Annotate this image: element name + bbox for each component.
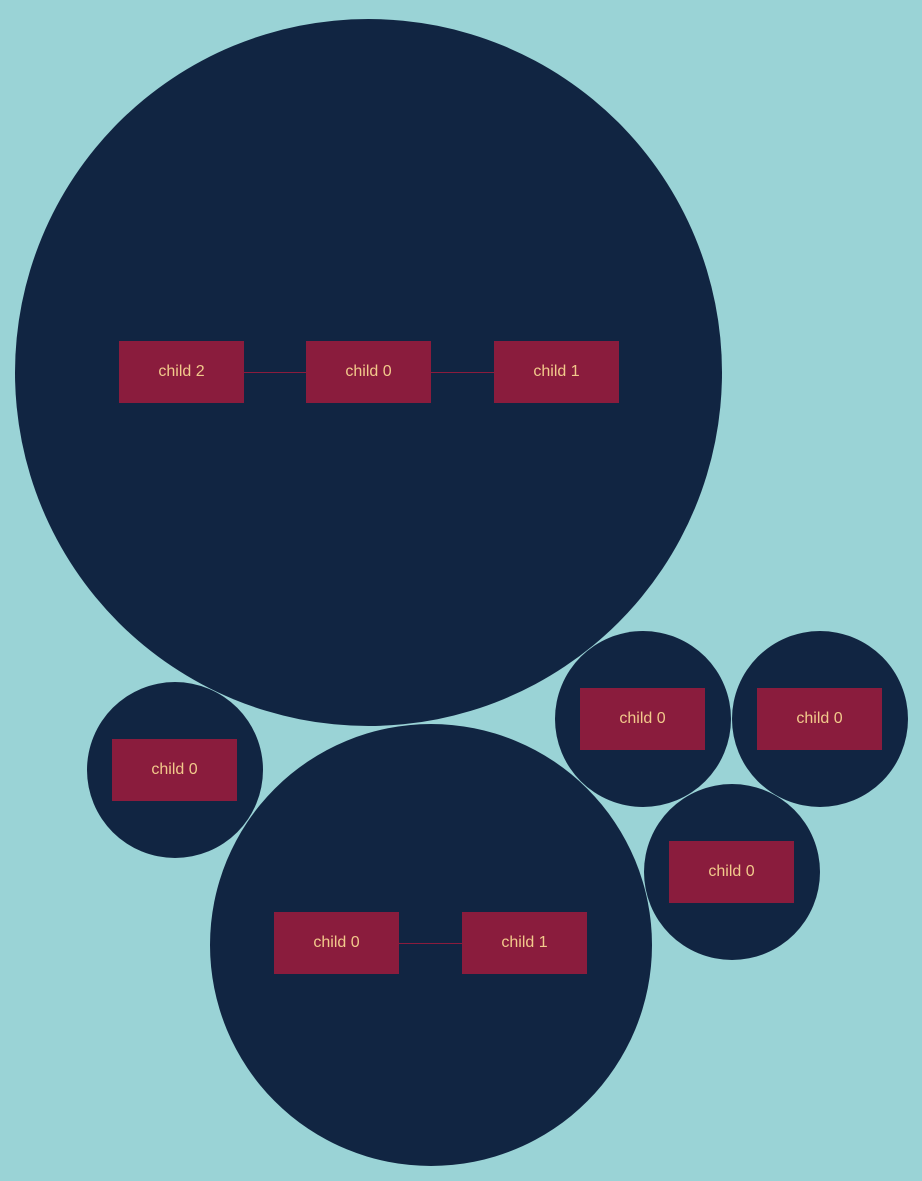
node-child-1[interactable]: child 1 <box>494 341 619 403</box>
node-child-0[interactable]: child 0 <box>306 341 431 403</box>
edge-link <box>244 372 306 373</box>
node-child-2[interactable]: child 2 <box>119 341 244 403</box>
node-child-0[interactable]: child 0 <box>669 841 794 903</box>
node-child-0[interactable]: child 0 <box>274 912 399 974</box>
edge-link <box>431 372 494 373</box>
node-child-0[interactable]: child 0 <box>580 688 705 750</box>
edge-link <box>399 943 462 944</box>
node-child-0[interactable]: child 0 <box>757 688 882 750</box>
node-child-0[interactable]: child 0 <box>112 739 237 801</box>
node-child-1[interactable]: child 1 <box>462 912 587 974</box>
